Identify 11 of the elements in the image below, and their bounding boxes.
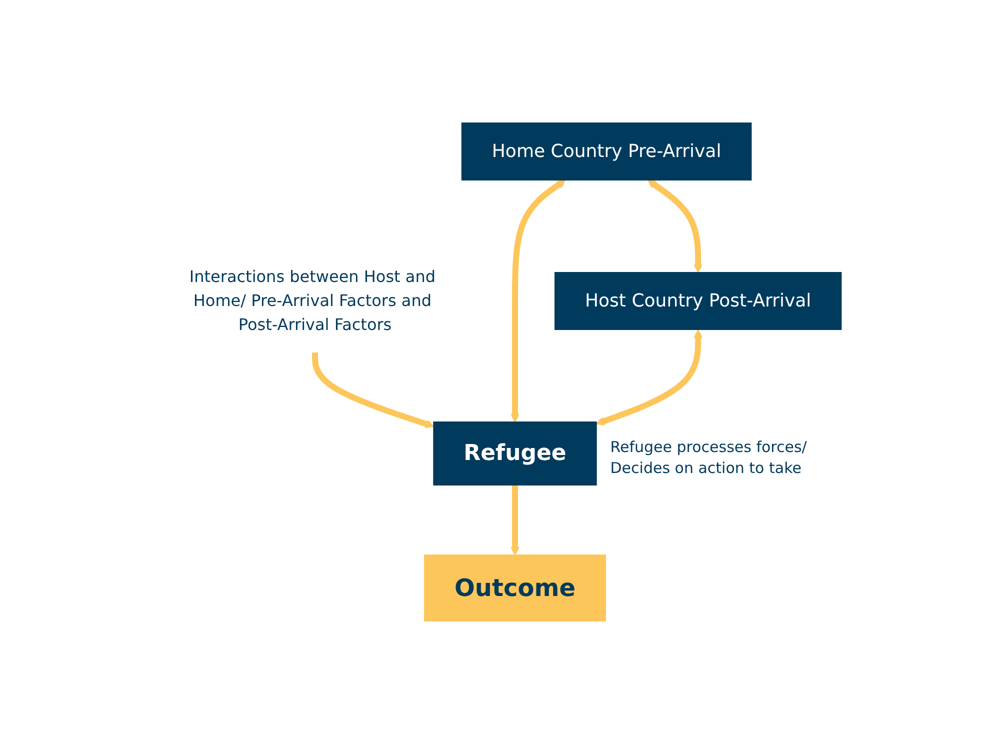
node-text: Interactions between Host and Home/ Pre-Arrival Factors and Post-Arrival Factors [189,267,436,334]
node-box: Host Country Post-Arrival [554,272,842,330]
arrow [647,180,702,273]
arrow [510,180,566,422]
node-box: Refugee [433,422,597,486]
arrow [312,352,434,428]
arrow [510,485,520,556]
node-box: Home Country Pre-Arrival [461,122,752,180]
node-caption: Refugee processes forces/ Decides on action to take [610,437,808,479]
arrow [596,330,702,426]
node-box: Outcome [424,554,606,622]
